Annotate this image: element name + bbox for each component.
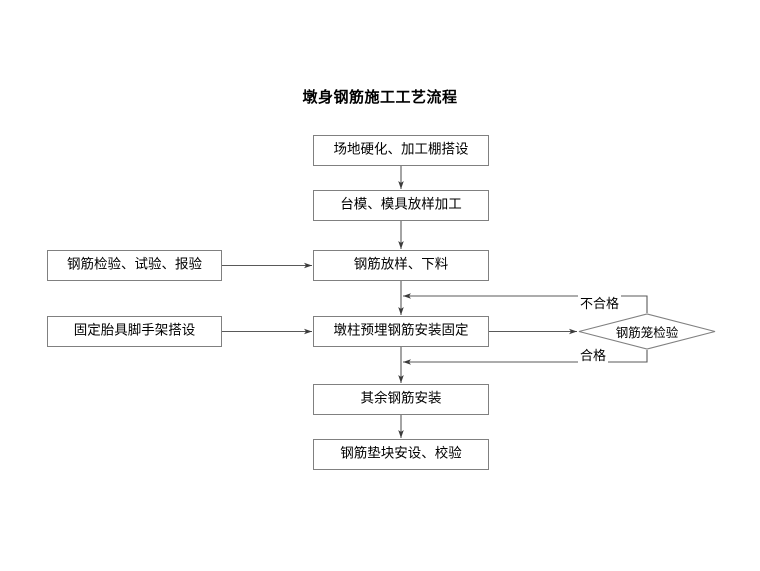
node-site-hardening[interactable]: 场地硬化、加工棚搭设 xyxy=(313,135,489,166)
edge-label-pass: 合格 xyxy=(578,345,609,364)
node-label: 固定胎具脚手架搭设 xyxy=(73,322,196,339)
node-label: 钢筋垫块安设、校验 xyxy=(340,445,462,462)
diamond-shape xyxy=(578,313,716,350)
node-rebar-cushion-install-check[interactable]: 钢筋垫块安设、校验 xyxy=(313,439,489,470)
node-rebar-inspection-testing[interactable]: 钢筋检验、试验、报验 xyxy=(47,250,222,281)
node-label: 钢筋笼检验 xyxy=(615,325,679,340)
node-pier-embedded-rebar[interactable]: 墩柱预埋钢筋安装固定 xyxy=(313,316,489,347)
edge-decision-pass-loop xyxy=(403,350,648,365)
node-mold-layout-processing[interactable]: 台模、模具放样加工 xyxy=(313,190,489,221)
node-fixed-mold-scaffold[interactable]: 固定胎具脚手架搭设 xyxy=(47,316,222,347)
node-label: 台模、模具放样加工 xyxy=(340,196,462,213)
node-label: 墩柱预埋钢筋安装固定 xyxy=(333,322,469,339)
node-label: 钢筋检验、试验、报验 xyxy=(67,256,202,273)
edge-decision-fail-loop xyxy=(403,293,648,313)
node-remaining-rebar-install[interactable]: 其余钢筋安装 xyxy=(313,384,489,415)
node-label: 钢筋放样、下料 xyxy=(353,256,449,273)
page-title: 墩身钢筋施工工艺流程 xyxy=(302,88,458,106)
edge-label-fail: 不合格 xyxy=(578,293,622,312)
node-label: 场地硬化、加工棚搭设 xyxy=(333,141,469,158)
node-rebar-cage-inspection-decision[interactable]: 钢筋笼检验 xyxy=(578,313,716,350)
node-rebar-layout-cutting[interactable]: 钢筋放样、下料 xyxy=(313,250,489,281)
node-label: 其余钢筋安装 xyxy=(360,390,442,407)
